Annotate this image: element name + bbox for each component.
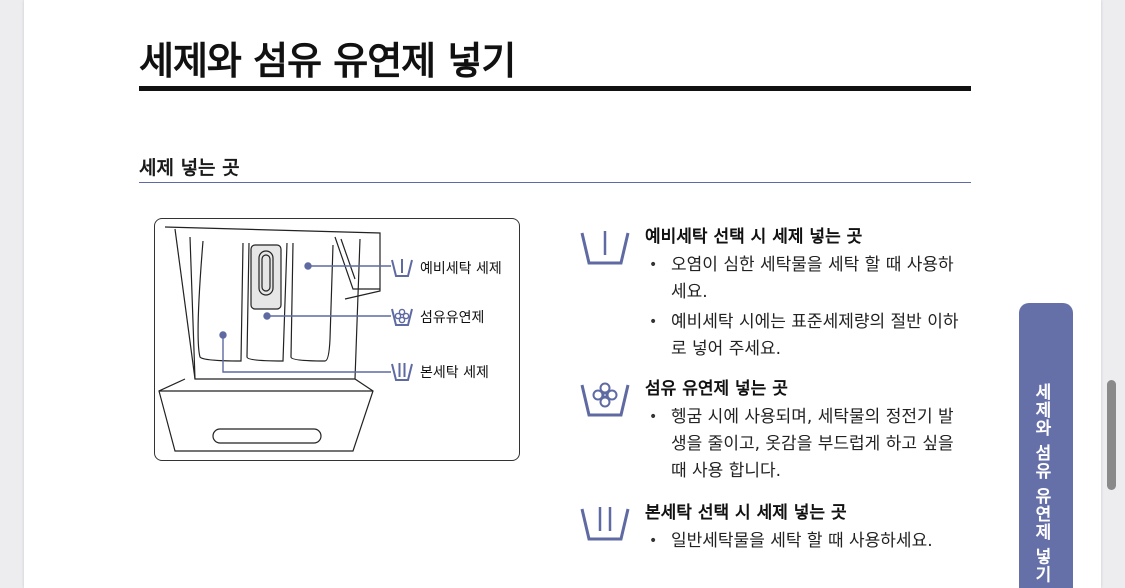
item-prewash-bullet-1: 오염이 심한 세탁물을 세탁 할 때 사용하세요. xyxy=(645,252,959,306)
softener-icon xyxy=(391,308,413,326)
scrollbar-thumb[interactable] xyxy=(1107,380,1116,490)
item-softener: 섬유 유연제 넣는 곳 헹굼 시에 사용되며, 세탁물의 정전기 발생을 줄이고… xyxy=(579,377,959,485)
callout-mainwash-label: 본세탁 세제 xyxy=(420,365,489,381)
title-rule xyxy=(139,86,971,91)
compartment-descriptions: 예비세탁 선택 시 세제 넣는 곳 오염이 심한 세탁물을 세탁 할 때 사용하… xyxy=(579,225,959,555)
prewash-icon xyxy=(391,259,413,277)
callout-prewash: 예비세탁 세제 xyxy=(390,257,502,279)
item-mainwash: 본세탁 선택 시 세제 넣는 곳 일반세탁물을 세탁 할 때 사용하세요. xyxy=(579,501,959,555)
chapter-side-tab-label: 세제와 섬유 유연제 넣기 xyxy=(1031,383,1051,584)
chapter-side-tab[interactable]: 세제와 섬유 유연제 넣기 xyxy=(1019,303,1073,588)
item-softener-title: 섬유 유연제 넣는 곳 xyxy=(645,379,788,399)
callout-softener-label: 섬유유연제 xyxy=(420,310,485,326)
softener-icon xyxy=(580,382,630,417)
manual-page: 세제와 섬유 유연제 넣기 세제 넣는 곳 xyxy=(24,0,1101,588)
callout-softener: 섬유유연제 xyxy=(390,306,484,328)
dispenser-diagram xyxy=(154,218,520,461)
callout-prewash-label: 예비세탁 세제 xyxy=(420,261,502,277)
section-rule xyxy=(139,182,971,183)
page-title: 세제와 섬유 유연제 넣기 xyxy=(139,39,516,83)
item-mainwash-bullet-1: 일반세탁물을 세탁 할 때 사용하세요. xyxy=(645,528,959,555)
item-mainwash-title: 본세탁 선택 시 세제 넣는 곳 xyxy=(645,503,847,523)
dispenser-drawing xyxy=(158,226,391,452)
item-prewash-bullet-2: 예비세탁 시에는 표준세제량의 절반 이하로 넣어 주세요. xyxy=(645,309,959,363)
mainwash-icon xyxy=(391,363,413,381)
item-prewash-title: 예비세탁 선택 시 세제 넣는 곳 xyxy=(645,227,863,247)
section-title: 세제 넣는 곳 xyxy=(139,157,240,179)
item-prewash: 예비세탁 선택 시 세제 넣는 곳 오염이 심한 세탁물을 세탁 할 때 사용하… xyxy=(579,225,959,363)
mainwash-icon xyxy=(580,507,630,541)
item-softener-bullet-1: 헹굼 시에 사용되며, 세탁물의 정전기 발생을 줄이고, 옷감을 부드럽게 하… xyxy=(645,404,959,485)
prewash-icon xyxy=(580,231,630,265)
callout-mainwash: 본세탁 세제 xyxy=(390,361,489,383)
